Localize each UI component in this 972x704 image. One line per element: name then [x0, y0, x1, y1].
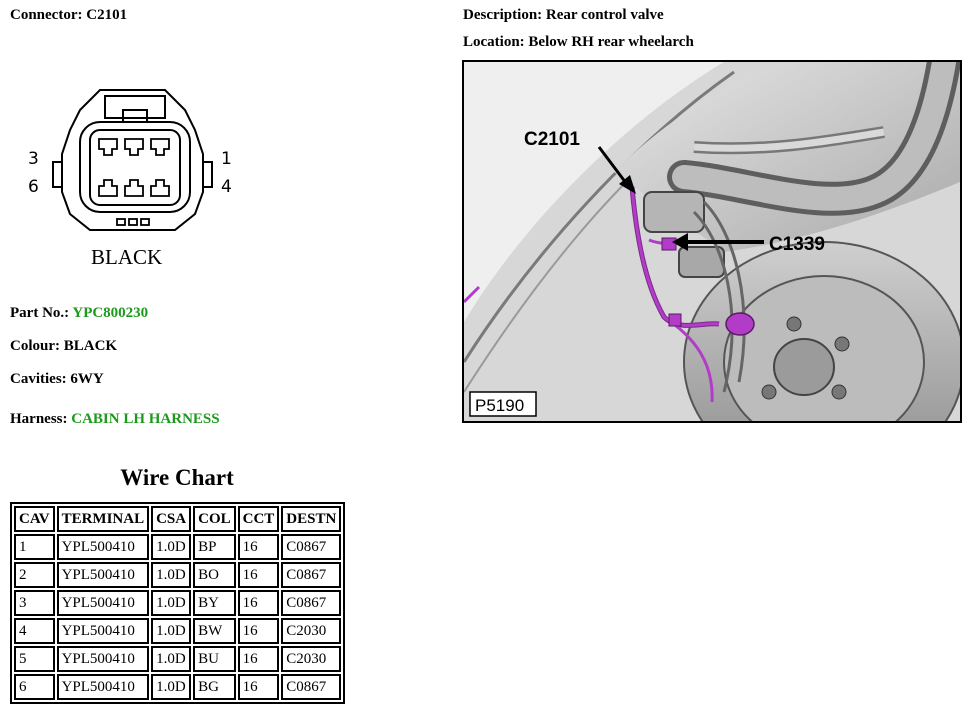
cell-destn: C2030 [281, 646, 342, 672]
cell-csa: 1.0D [151, 618, 192, 644]
cell-terminal: YPL500410 [56, 646, 150, 672]
part-number-link[interactable]: YPC800230 [72, 305, 149, 321]
cell-cav: 1 [14, 534, 55, 560]
table-row: 2 YPL500410 1.0D BO 16 C0867 [14, 562, 342, 588]
part-number-label: Part No.: [10, 305, 70, 321]
pin-label-1: 1 [221, 149, 232, 169]
column-header-csa: CSA [151, 506, 192, 532]
cell-destn: C2030 [281, 618, 342, 644]
description-heading: Description: Rear control valve [463, 7, 664, 24]
harness: Harness: CABIN LH HARNESS [10, 411, 220, 428]
cell-terminal: YPL500410 [56, 590, 150, 616]
cavities-value: 6WY [70, 371, 104, 387]
cell-cct: 16 [237, 674, 280, 700]
column-header-destn: DESTN [281, 506, 342, 532]
part-number: Part No.: YPC800230 [10, 305, 148, 322]
cell-col: BY [193, 590, 236, 616]
location-value: Below RH rear wheelarch [528, 34, 694, 50]
pin-label-6: 6 [28, 177, 39, 197]
connector-label: Connector: [10, 7, 83, 23]
column-header-cav: CAV [14, 506, 55, 532]
wire-chart-table: CAV TERMINAL CSA COL CCT DESTN 1 YPL5004… [10, 502, 346, 704]
connector-id: C2101 [86, 7, 128, 23]
cell-csa: 1.0D [151, 646, 192, 672]
cavities-label: Cavities: [10, 371, 67, 387]
cavities: Cavities: 6WY [10, 371, 104, 388]
cell-csa: 1.0D [151, 562, 192, 588]
harness-label: Harness: [10, 411, 68, 427]
cell-terminal: YPL500410 [56, 618, 150, 644]
table-row: 3 YPL500410 1.0D BY 16 C0867 [14, 590, 342, 616]
table-row: 6 YPL500410 1.0D BG 16 C0867 [14, 674, 342, 700]
harness-link[interactable]: CABIN LH HARNESS [71, 411, 220, 427]
cell-col: BO [193, 562, 236, 588]
column-header-cct: CCT [237, 506, 280, 532]
cell-cct: 16 [237, 534, 280, 560]
cell-cav: 5 [14, 646, 55, 672]
cell-cav: 2 [14, 562, 55, 588]
location-label: Location: [463, 34, 525, 50]
wire-chart-header-row: CAV TERMINAL CSA COL CCT DESTN [14, 506, 342, 532]
cell-cav: 3 [14, 590, 55, 616]
callout-c2101: C2101 [524, 129, 580, 150]
wire-chart-title: Wire Chart [120, 465, 234, 490]
column-header-col: COL [193, 506, 236, 532]
table-row: 5 YPL500410 1.0D BU 16 C2030 [14, 646, 342, 672]
colour-value: BLACK [63, 338, 118, 354]
cell-cct: 16 [237, 590, 280, 616]
cell-destn: C0867 [281, 590, 342, 616]
cell-cct: 16 [237, 562, 280, 588]
description-value: Rear control valve [545, 7, 664, 23]
connector-heading: Connector: C2101 [10, 7, 127, 24]
cell-col: BG [193, 674, 236, 700]
cell-cav: 4 [14, 618, 55, 644]
cell-terminal: YPL500410 [56, 534, 150, 560]
cell-destn: C0867 [281, 534, 342, 560]
column-header-terminal: TERMINAL [56, 506, 150, 532]
cell-cav: 6 [14, 674, 55, 700]
table-row: 1 YPL500410 1.0D BP 16 C0867 [14, 534, 342, 560]
cell-col: BU [193, 646, 236, 672]
connector-face-diagram: 3 6 1 4 BLACK [28, 89, 232, 269]
connector-colour-caption: BLACK [91, 245, 162, 269]
pin-label-4: 4 [221, 177, 232, 197]
cell-cct: 16 [237, 618, 280, 644]
cell-destn: C0867 [281, 674, 342, 700]
callout-c1339: C1339 [769, 234, 825, 255]
table-row: 4 YPL500410 1.0D BW 16 C2030 [14, 618, 342, 644]
cell-cct: 16 [237, 646, 280, 672]
colour: Colour: BLACK [10, 338, 117, 355]
cell-col: BW [193, 618, 236, 644]
cell-csa: 1.0D [151, 590, 192, 616]
location-illustration: C2101 C1339 P5190 [462, 60, 962, 423]
cell-csa: 1.0D [151, 674, 192, 700]
cell-terminal: YPL500410 [56, 674, 150, 700]
pin-label-3: 3 [28, 149, 39, 169]
cell-terminal: YPL500410 [56, 562, 150, 588]
cell-col: BP [193, 534, 236, 560]
location-heading: Location: Below RH rear wheelarch [463, 34, 694, 51]
cell-destn: C0867 [281, 562, 342, 588]
colour-label: Colour: [10, 338, 60, 354]
description-label: Description: [463, 7, 543, 23]
figure-id-label: P5190 [475, 396, 524, 415]
cell-csa: 1.0D [151, 534, 192, 560]
